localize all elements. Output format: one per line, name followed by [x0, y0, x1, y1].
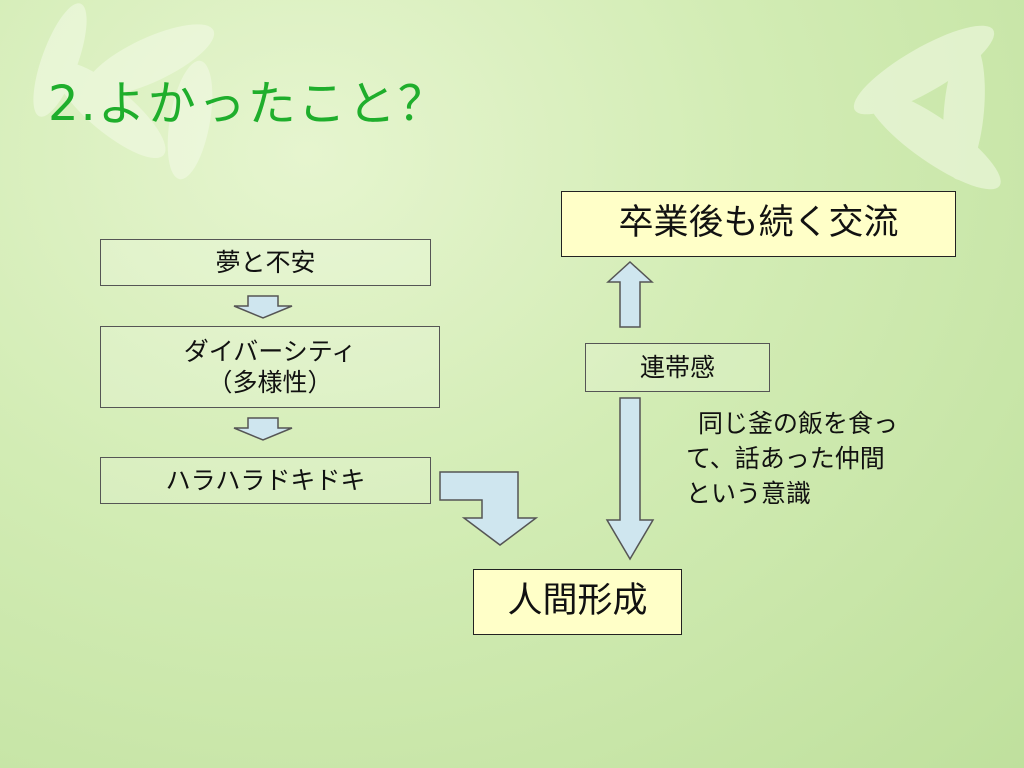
node-excitement-label: ハラハラドキドキ: [165, 465, 366, 495]
arrow-down-1: [233, 295, 293, 319]
slide-title: 2.よかったこと？: [48, 76, 448, 132]
node-diversity-label: ダイバーシティ: [183, 336, 357, 366]
flower-decoration-top-right: [853, 25, 1001, 190]
arrow-down-to-growth: [605, 397, 655, 561]
node-solidarity: 連帯感: [585, 343, 770, 392]
node-dream-anxiety: 夢と不安: [100, 239, 431, 286]
node-continued-exchange-label: 卒業後も続く交流: [618, 203, 899, 244]
node-continued-exchange: 卒業後も続く交流: [561, 191, 956, 257]
node-solidarity-label: 連帯感: [639, 352, 715, 382]
arrow-down-2: [233, 417, 293, 441]
arrow-up-to-exchange: [606, 260, 654, 328]
arrow-elbow-to-growth: [439, 471, 539, 546]
node-personal-growth: 人間形成: [473, 569, 682, 635]
node-dream-anxiety-label: 夢と不安: [215, 247, 316, 277]
node-excitement: ハラハラドキドキ: [100, 457, 431, 504]
flower-decoration-top-left: [33, 3, 215, 180]
node-personal-growth-label: 人間形成: [507, 581, 648, 622]
node-diversity-sub-label: （多様性）: [207, 368, 333, 397]
annotation-note: 同じ釜の飯を食っ て、話あった仲間 という意識: [686, 406, 986, 511]
node-diversity: ダイバーシティ （多様性）: [100, 326, 440, 408]
annotation-line-3: という意識: [686, 479, 812, 508]
annotation-line-1: 同じ釜の飯を食っ: [698, 409, 899, 438]
annotation-line-2: て、話あった仲間: [686, 444, 885, 473]
